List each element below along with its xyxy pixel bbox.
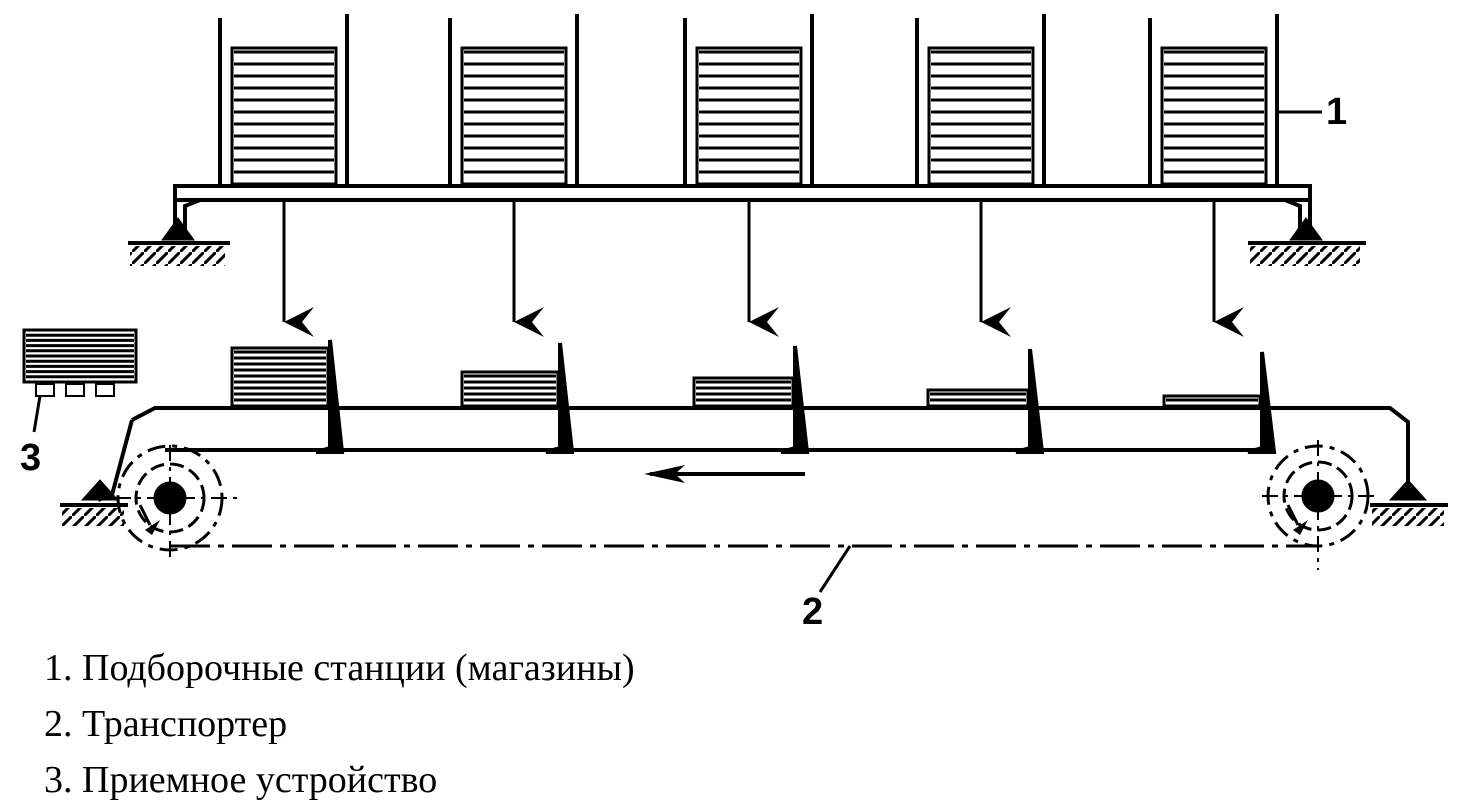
magazine-sheet-stack — [927, 46, 1035, 186]
magazine-sheet-stack — [1160, 46, 1268, 186]
feed-arrows — [282, 200, 1244, 337]
collected-sheet-stack — [1162, 394, 1262, 408]
magazine-sheet-stack — [460, 46, 568, 186]
callout-leader-3 — [32, 395, 42, 433]
belt-station — [926, 348, 1045, 454]
left-support — [128, 198, 230, 266]
legend: 1. Подборочные станции (магазины) 2. Тра… — [44, 640, 635, 808]
pusher — [315, 339, 345, 454]
callout-leader-2 — [818, 545, 852, 593]
right-support — [1248, 198, 1366, 266]
pusher — [1247, 351, 1277, 454]
collected-sheet-stack — [692, 376, 795, 408]
pusher — [780, 345, 810, 454]
collected-sheet-stack — [926, 388, 1030, 408]
collected-sheet-stack — [460, 370, 560, 408]
callout-label-3: 3 — [20, 437, 41, 479]
magazine-frame — [128, 14, 1366, 337]
receiving-device — [22, 328, 138, 397]
left-pulley — [60, 444, 240, 560]
pusher — [545, 342, 575, 454]
magazine-station — [683, 14, 814, 186]
magazine-rail — [173, 184, 1312, 202]
magazines — [218, 14, 1279, 186]
legend-item-magazines: 1. Подборочные станции (магазины) — [44, 647, 635, 689]
conveyor — [60, 339, 1448, 570]
magazine-station — [448, 14, 579, 186]
belt-station — [692, 345, 810, 454]
legend-item-conveyor: 2. Транспортер — [44, 703, 288, 745]
magazine-sheet-stack — [230, 46, 338, 186]
right-pulley — [1262, 440, 1448, 570]
legend-item-receiver: 3. Приемное устройство — [44, 759, 438, 801]
belt-station — [230, 339, 345, 454]
magazine-station — [915, 14, 1046, 186]
callout-label-1: 1 — [1326, 91, 1347, 133]
belt-station — [460, 342, 575, 454]
magazine-station — [1148, 14, 1279, 186]
magazine-station — [218, 14, 349, 186]
callout-label-2: 2 — [802, 591, 823, 633]
pusher — [1015, 348, 1045, 454]
collating-line-diagram: 1 — [20, 14, 1448, 633]
belt-stacks — [230, 339, 1277, 454]
belt-station — [1162, 351, 1277, 454]
magazine-sheet-stack — [695, 46, 803, 186]
conveyor-belt — [131, 406, 1410, 490]
collected-sheet-stack — [230, 346, 330, 408]
